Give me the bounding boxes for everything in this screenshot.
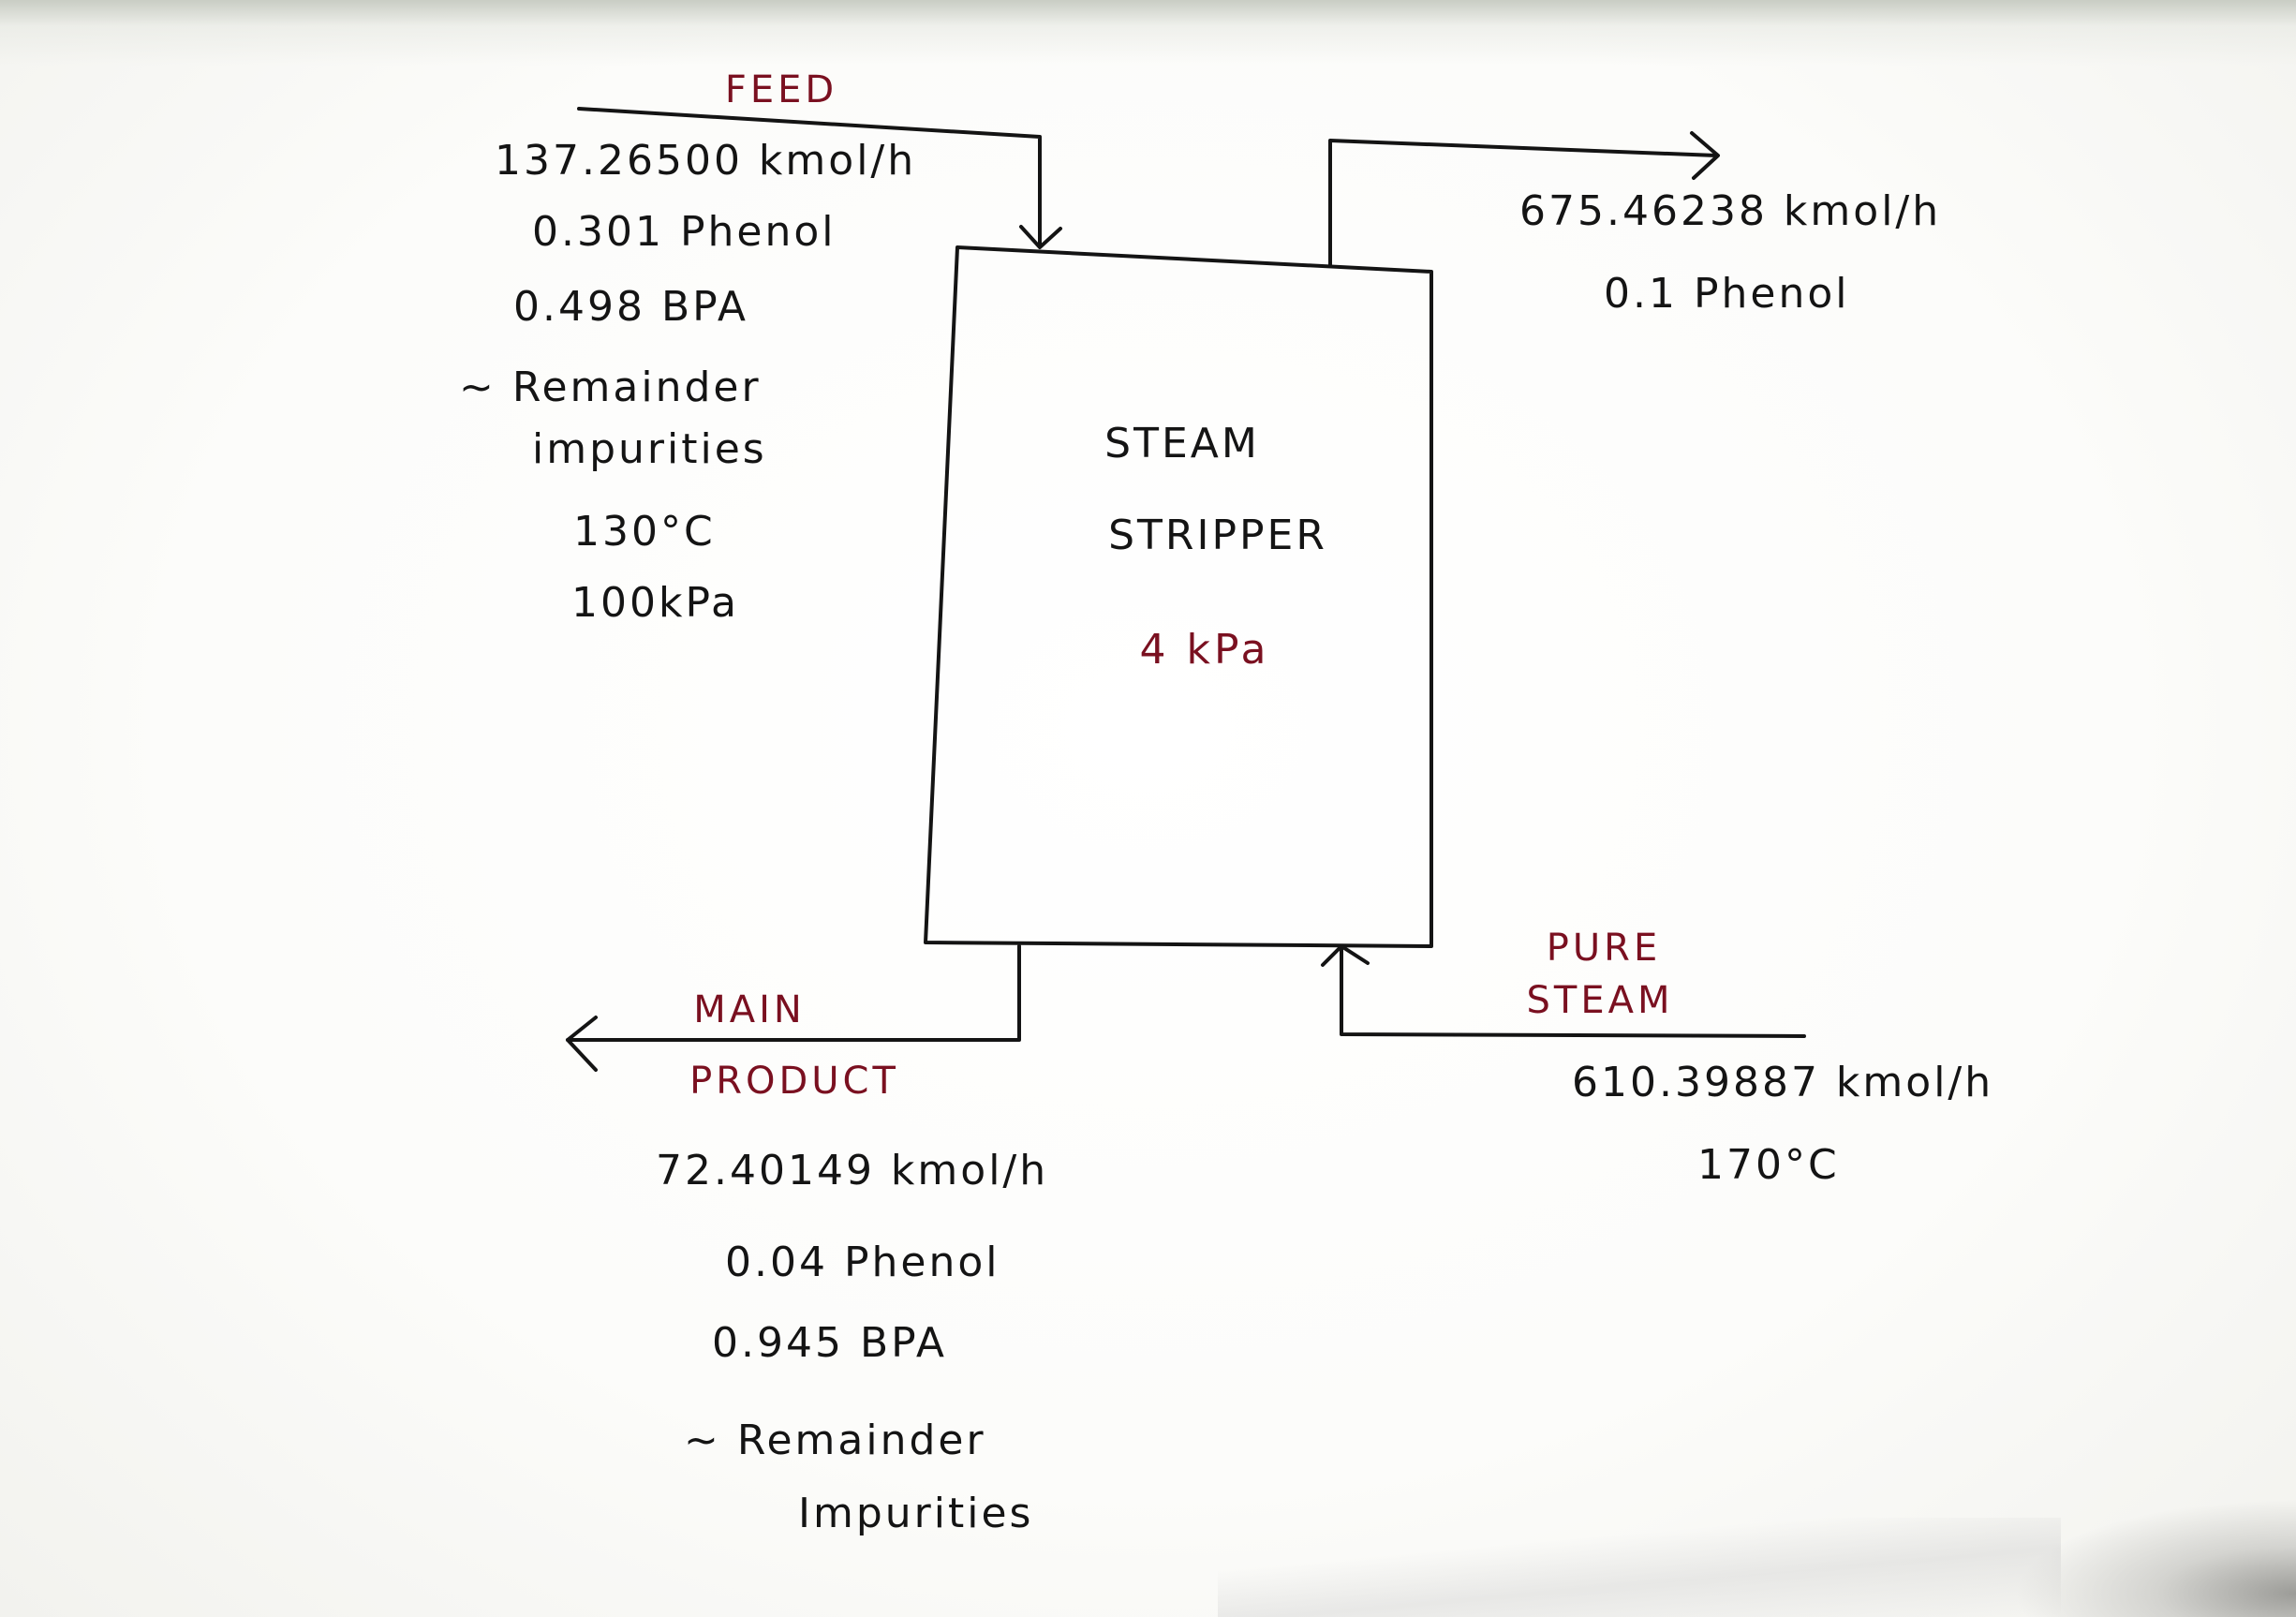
main-product-title-line1: MAIN bbox=[693, 988, 806, 1031]
unit-name-label: STEAM bbox=[1104, 420, 1260, 467]
feed-temperature-label: 130°C bbox=[573, 508, 716, 556]
feed-bpa-label: 0.498 BPA bbox=[513, 283, 748, 331]
stripper-column bbox=[924, 245, 1433, 948]
main-product-stream-line bbox=[566, 944, 1021, 1042]
main-product-title-line2: PRODUCT bbox=[689, 1060, 899, 1103]
main-product-phenol-label: 0.04 Phenol bbox=[725, 1239, 1000, 1286]
pure-steam-stream-line bbox=[1340, 946, 1806, 1038]
feed-flow-label: 137.26500 kmol/h bbox=[495, 137, 917, 185]
main-product-remainder-label: ~ Remainder bbox=[684, 1417, 986, 1464]
main-product-bpa-label: 0.945 BPA bbox=[712, 1319, 947, 1367]
feed-title: FEED bbox=[724, 68, 838, 111]
feed-pressure-label: 100kPa bbox=[571, 579, 739, 627]
top-product-flow-label: 675.46238 kmol/h bbox=[1519, 187, 1942, 235]
paper-shadow-corner bbox=[2014, 1499, 2296, 1617]
main-product-impurities-label: Impurities bbox=[798, 1490, 1034, 1537]
top-product-phenol-label: 0.1 Phenol bbox=[1604, 270, 1850, 318]
top-product-stream-line bbox=[1328, 139, 1718, 268]
pure-steam-arrowhead bbox=[1321, 944, 1370, 967]
pure-steam-title-line2: STEAM bbox=[1526, 979, 1674, 1022]
feed-remainder-label: ~ Remainder bbox=[459, 363, 762, 411]
main-product-flow-label: 72.40149 kmol/h bbox=[656, 1147, 1049, 1194]
main-product-arrowhead bbox=[566, 1016, 598, 1072]
pure-steam-title-line1: PURE bbox=[1546, 927, 1662, 970]
feed-phenol-label: 0.301 Phenol bbox=[532, 208, 837, 256]
feed-arrowhead bbox=[1019, 225, 1062, 249]
unit-name2-label: STRIPPER bbox=[1108, 512, 1327, 559]
unit-pressure-label: 4 kPa bbox=[1139, 626, 1270, 674]
pure-steam-flow-label: 610.39887 kmol/h bbox=[1572, 1059, 1994, 1106]
top-product-arrowhead bbox=[1690, 131, 1720, 180]
paper-shadow-top bbox=[0, 0, 2296, 66]
feed-stream-line bbox=[577, 107, 1042, 247]
paper-shadow-bottom bbox=[1218, 1518, 2061, 1617]
feed-impurities-label: impurities bbox=[532, 425, 767, 473]
pure-steam-temperature-label: 170°C bbox=[1697, 1141, 1840, 1189]
